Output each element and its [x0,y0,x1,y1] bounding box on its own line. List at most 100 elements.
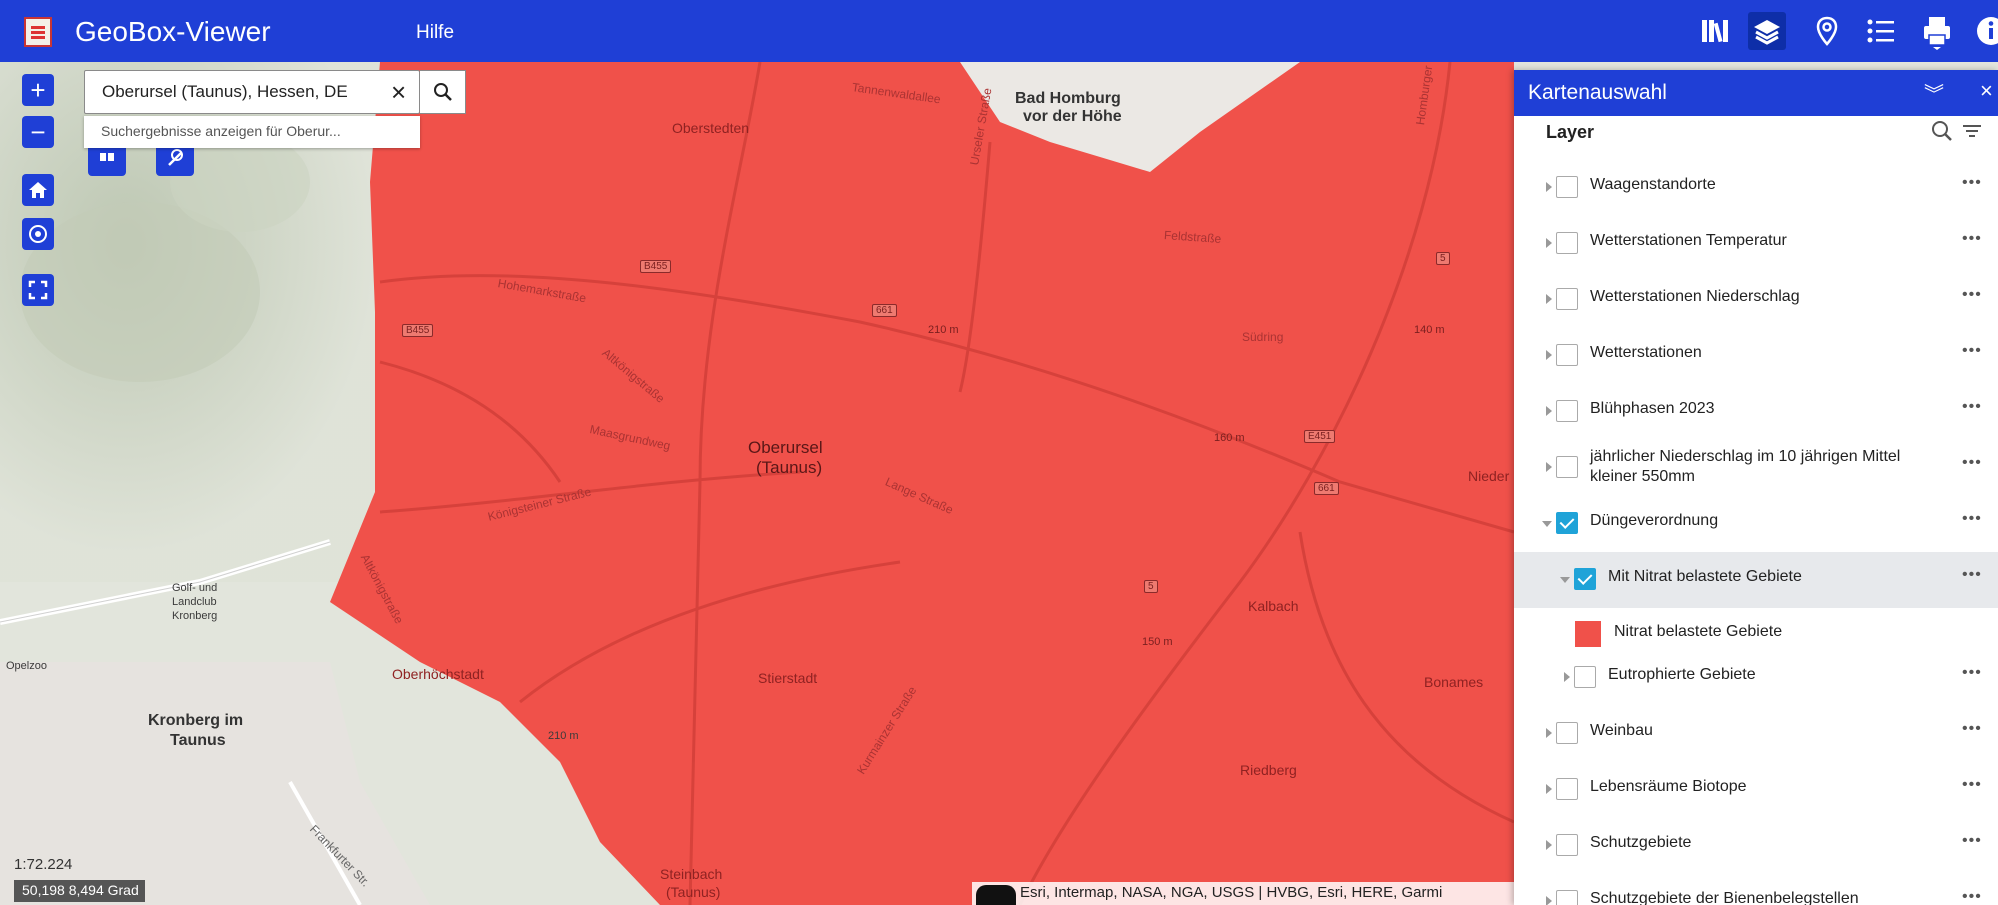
street-suedring: Südring [1242,330,1284,344]
place-kronberg-1: Kronberg im [148,712,244,729]
legend-swatch [1575,621,1601,647]
hessen-logo-icon[interactable] [24,17,52,47]
fullscreen-icon [28,280,48,300]
layer-header: Layer [1546,122,1595,142]
layer-menu-icon[interactable]: ••• [1962,454,1982,471]
layer-menu-icon[interactable]: ••• [1962,174,1982,191]
clear-search-icon[interactable]: × [391,77,407,107]
layer-checkbox[interactable] [1574,568,1596,590]
layer-menu-icon[interactable]: ••• [1962,664,1982,681]
layer-row[interactable]: Schutzgebiete der Bienenbelegstellen ••• [1514,874,1998,905]
layer-row[interactable]: Schutzgebiete ••• [1514,818,1998,874]
layer-checkbox[interactable] [1556,288,1578,310]
layer-menu-icon[interactable]: ••• [1962,566,1982,583]
panel-title: Kartenauswahl [1528,81,1667,104]
layer-row[interactable]: Lebensräume Biotope ••• [1514,762,1998,818]
place-golf-2: Landclub [172,596,217,608]
collapse-caret-icon[interactable] [1560,577,1570,583]
layer-checkbox[interactable] [1556,722,1578,744]
road-shield: E451 [1304,430,1336,443]
expand-caret-icon[interactable] [1546,896,1552,905]
layers-icon[interactable] [1748,12,1786,50]
place-opelzoo: Opelzoo [6,660,47,672]
layer-label: Wetterstationen Temperatur [1590,232,1787,249]
layer-checkbox[interactable] [1556,344,1578,366]
expand-caret-icon[interactable] [1546,182,1552,192]
place-bad-homburg-2: vor der Höhe [1023,108,1122,125]
legend-list-icon[interactable] [1862,12,1900,50]
expand-caret-icon[interactable] [1546,462,1552,472]
layer-row[interactable]: Mit Nitrat belastete Gebiete ••• [1514,552,1998,608]
layer-row[interactable]: Eutrophierte Gebiete ••• [1514,650,1998,706]
layer-label: Blühphasen 2023 [1590,400,1715,417]
grid-icon [100,153,114,161]
layer-row[interactable]: Wetterstationen Niederschlag ••• [1514,272,1998,328]
zoom-in-button[interactable]: + [22,74,54,106]
expand-caret-icon[interactable] [1546,294,1552,304]
layer-menu-icon[interactable]: ••• [1962,230,1982,247]
layer-menu-icon[interactable]: ••• [1962,510,1982,527]
layer-menu-icon[interactable]: ••• [1962,776,1982,793]
layer-row[interactable]: Wetterstationen Temperatur ••• [1514,216,1998,272]
layer-checkbox[interactable] [1556,232,1578,254]
layer-checkbox[interactable] [1556,400,1578,422]
layer-label: Schutzgebiete [1590,834,1692,851]
place-oberhoechstadt: Oberhöchstadt [392,666,484,682]
layer-menu-icon[interactable]: ••• [1962,888,1982,905]
expand-caret-icon[interactable] [1546,728,1552,738]
expand-caret-icon[interactable] [1546,784,1552,794]
layer-label: Düngeverordnung [1590,512,1719,529]
layer-checkbox[interactable] [1556,456,1578,478]
layer-menu-icon[interactable]: ••• [1962,398,1982,415]
layer-label: Mit Nitrat belastete Gebiete [1608,568,1802,585]
search-button[interactable] [420,70,466,114]
location-pin-icon[interactable] [1808,12,1846,50]
layer-search-icon[interactable] [1930,118,1954,144]
map-selection-panel: Kartenauswahl ︾ × Layer Waagenstandorte … [1514,70,1998,905]
print-icon[interactable] [1918,12,1956,50]
layer-checkbox[interactable] [1556,778,1578,800]
layer-row[interactable]: Düngeverordnung ••• [1514,496,1998,552]
map-attribution: Esri, Intermap, NASA, NGA, USGS | HVBG, … [972,882,1516,905]
layer-checkbox[interactable] [1556,512,1578,534]
fullscreen-button[interactable] [22,274,54,306]
layer-row[interactable]: Wetterstationen ••• [1514,328,1998,384]
locate-button[interactable] [22,218,54,250]
layer-menu-icon[interactable]: ••• [1962,832,1982,849]
layer-menu-icon[interactable]: ••• [1962,342,1982,359]
layer-row[interactable]: Waagenstandorte ••• [1514,160,1998,216]
layer-row[interactable]: Blühphasen 2023 ••• [1514,384,1998,440]
library-icon[interactable] [1696,12,1734,50]
layer-checkbox[interactable] [1556,890,1578,905]
help-link[interactable]: Hilfe [416,22,455,43]
expand-caret-icon[interactable] [1546,350,1552,360]
place-stierstadt: Stierstadt [758,670,818,686]
collapse-chevrons-icon[interactable]: ︾ [1924,84,1944,106]
layer-checkbox[interactable] [1556,176,1578,198]
expand-caret-icon[interactable] [1546,238,1552,248]
place-bonames: Bonames [1424,674,1484,690]
layer-filter-icon[interactable] [1960,118,1984,144]
layer-checkbox[interactable] [1574,666,1596,688]
place-kronberg-2: Taunus [170,732,226,749]
expand-caret-icon[interactable] [1564,672,1570,682]
layer-row[interactable]: jährlicher Niederschlag im 10 jährigen M… [1514,440,1998,496]
layer-row[interactable]: Weinbau ••• [1514,706,1998,762]
layer-label: Schutzgebiete der Bienenbelegstellen [1590,890,1859,905]
search-suggestion[interactable]: Suchergebnisse anzeigen für Oberur... [84,116,420,148]
close-icon[interactable]: × [1980,78,1993,103]
layer-menu-icon[interactable]: ••• [1962,286,1982,303]
search-input[interactable] [85,71,419,113]
layer-checkbox[interactable] [1556,834,1578,856]
place-steinbach-1: Steinbach [660,866,723,882]
info-icon[interactable] [1972,12,1998,50]
place-nieder: Nieder [1468,468,1510,484]
place-golf-1: Golf- und [172,582,218,594]
collapse-caret-icon[interactable] [1542,521,1552,527]
expand-caret-icon[interactable] [1546,840,1552,850]
zoom-out-button[interactable]: − [22,116,54,148]
home-button[interactable] [22,174,54,206]
layer-menu-icon[interactable]: ••• [1962,720,1982,737]
expand-caret-icon[interactable] [1546,406,1552,416]
